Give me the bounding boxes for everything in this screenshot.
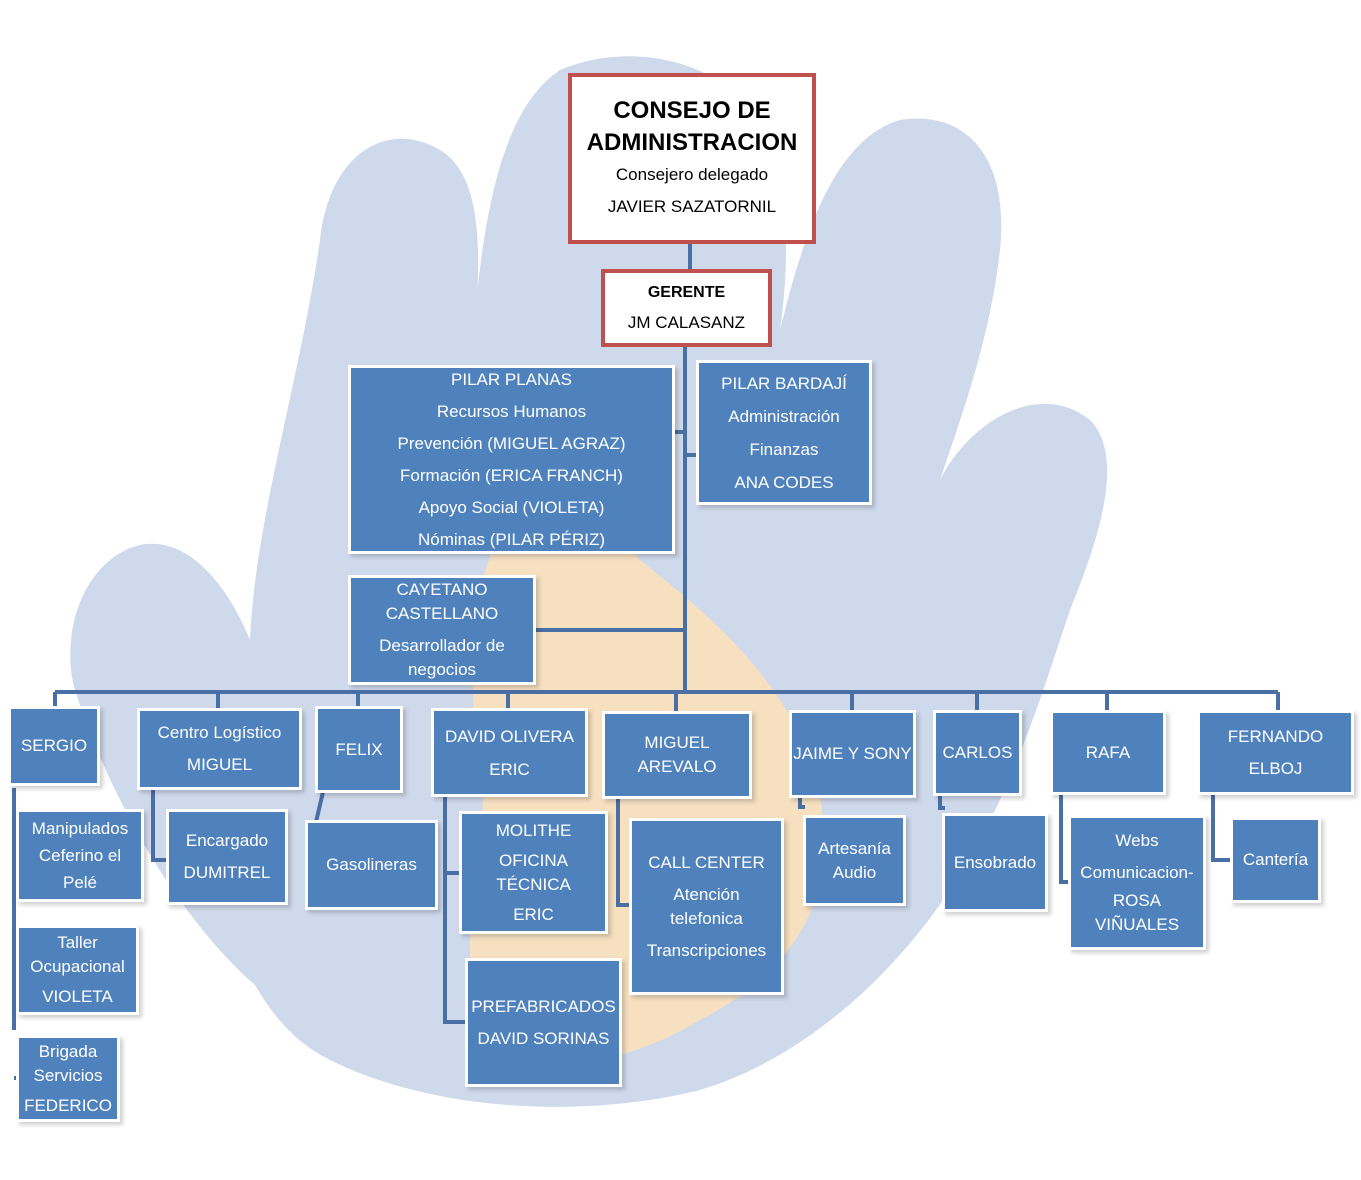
unit-call-center-box: CALL CENTER Atención telefonica Transcri…	[629, 818, 784, 995]
dept-fernando-label: FERNANDO ELBOJ	[1227, 726, 1324, 778]
unit-manipulados-box: Manipulados Ceferino el Pelé	[16, 809, 144, 902]
unit-encargado-box: Encargado DUMITREL	[166, 809, 288, 905]
unit-call-center-role-2: Transcripciones	[646, 940, 767, 960]
connector-fernando-child	[1211, 793, 1233, 862]
unit-webs-name: ROSA VIÑUALES	[1094, 890, 1180, 934]
council-title: CONSEJO DE ADMINISTRACION	[586, 96, 798, 156]
unit-brigada-box: Brigada Servicios FEDERICO	[16, 1035, 120, 1122]
pilar-planas-box: PILAR PLANAS Recursos Humanos Prevención…	[348, 365, 675, 554]
unit-prefabricados-name: DAVID SORINAS	[477, 1028, 610, 1048]
dept-rafa-box: RAFA	[1050, 710, 1166, 795]
unit-taller-box: Taller Ocupacional VIOLETA	[16, 925, 139, 1015]
council-role: Consejero delegado	[615, 164, 769, 184]
pilar-planas-name: PILAR PLANAS	[451, 369, 572, 389]
unit-encargado-label: Encargado	[185, 831, 269, 850]
connector-rafa-child	[1059, 793, 1070, 884]
dept-fernando-box: FERNANDO ELBOJ	[1197, 710, 1354, 795]
pilar-bardaji-name: PILAR BARDAJÍ	[721, 373, 847, 393]
unit-gasolineras-box: Gasolineras	[305, 820, 438, 910]
manager-box: GERENTE JM CALASANZ	[601, 269, 772, 347]
dept-rafa-label: RAFA	[1085, 742, 1131, 762]
council-name: JAVIER SAZATORNIL	[607, 196, 777, 216]
unit-molithe-sublabel: OFICINA TÉCNICA	[496, 850, 571, 894]
unit-gasolineras-label: Gasolineras	[326, 855, 417, 874]
pilar-bardaji-role-1: Administración	[728, 406, 840, 426]
unit-encargado-name: DUMITREL	[183, 863, 271, 882]
council-box: CONSEJO DE ADMINISTRACION Consejero dele…	[568, 73, 816, 244]
unit-brigada-label: Brigada Servicios	[33, 1041, 103, 1085]
pilar-planas-role-1: Recursos Humanos	[436, 401, 587, 421]
dept-miguel-arevalo-label: MIGUEL AREVALO	[637, 733, 717, 776]
unit-molithe-name: ERIC	[513, 904, 554, 924]
dept-centro-logistico-box: Centro Logístico MIGUEL	[137, 708, 302, 790]
connector-felix-child	[314, 791, 325, 823]
unit-prefabricados-label: PREFABRICADOS	[471, 996, 616, 1016]
unit-canteria-label: Cantería	[1242, 850, 1309, 869]
unit-ensobrado-box: Ensobrado	[942, 813, 1048, 912]
connector-carlos-child	[938, 795, 945, 810]
manager-name: JM CALASANZ	[627, 313, 746, 332]
unit-call-center-label: CALL CENTER	[648, 852, 765, 872]
unit-molithe-box: MOLITHE OFICINA TÉCNICA ERIC	[459, 811, 608, 934]
unit-manipulados-label: Manipulados Ceferino el Pelé	[31, 819, 129, 892]
unit-webs-sublabel: Comunicacion-	[1080, 862, 1194, 882]
unit-webs-box: Webs Comunicacion- ROSA VIÑUALES	[1068, 815, 1206, 950]
pilar-planas-role-3: Formación (ERICA FRANCH)	[400, 465, 623, 485]
pilar-bardaji-box: PILAR BARDAJÍ Administración Finanzas AN…	[696, 360, 872, 505]
unit-artesania-box: Artesanía Audio	[803, 815, 906, 906]
unit-molithe-label: MOLITHE	[495, 820, 572, 840]
dept-carlos-box: CARLOS	[933, 710, 1022, 796]
connector-jaime-child	[798, 797, 805, 809]
dept-centro-logistico-label: Centro Logístico	[157, 723, 282, 742]
unit-prefabricados-box: PREFABRICADOS DAVID SORINAS	[465, 958, 622, 1087]
pilar-bardaji-role-3: ANA CODES	[734, 472, 834, 492]
unit-taller-label: Taller Ocupacional	[30, 933, 125, 976]
dept-sergio-box: SERGIO	[8, 706, 100, 786]
pilar-planas-role-4: Apoyo Social (VIOLETA)	[418, 497, 605, 517]
unit-taller-name: VIOLETA	[42, 987, 113, 1006]
cayetano-role: Desarrollador de negocios	[379, 636, 505, 679]
pilar-planas-role-2: Prevención (MIGUEL AGRAZ)	[397, 433, 626, 453]
pilar-planas-role-5: Nóminas (PILAR PÉRIZ)	[417, 529, 606, 549]
dept-david-olivera-label: DAVID OLIVERA	[444, 726, 575, 746]
dept-david-olivera-name: ERIC	[489, 759, 530, 779]
manager-title: GERENTE	[647, 284, 726, 301]
dept-felix-box: FELIX	[315, 706, 403, 793]
dept-sergio-label: SERGIO	[20, 736, 88, 755]
dept-miguel-arevalo-box: MIGUEL AREVALO	[602, 711, 752, 799]
dept-carlos-label: CARLOS	[942, 743, 1013, 762]
connector-centro-child	[151, 790, 168, 862]
cayetano-name: CAYETANO CASTELLANO	[385, 580, 499, 623]
dept-felix-label: FELIX	[335, 739, 383, 759]
unit-artesania-label: Artesanía Audio	[818, 838, 891, 882]
dept-centro-logistico-name: MIGUEL	[186, 755, 253, 774]
unit-webs-label: Webs	[1115, 830, 1159, 850]
connector-miguel-child	[616, 797, 632, 907]
dept-david-olivera-box: DAVID OLIVERA ERIC	[431, 708, 588, 797]
unit-call-center-role-1: Atención telefonica	[670, 884, 743, 928]
dept-jaime-sony-label: JAIME Y SONY	[793, 744, 912, 763]
dept-jaime-sony-box: JAIME Y SONY	[789, 710, 916, 798]
pilar-bardaji-role-2: Finanzas	[749, 439, 819, 459]
cayetano-box: CAYETANO CASTELLANO Desarrollador de neg…	[348, 575, 536, 685]
unit-canteria-box: Cantería	[1230, 817, 1321, 903]
unit-brigada-name: FEDERICO	[24, 1095, 112, 1115]
unit-ensobrado-label: Ensobrado	[953, 852, 1037, 872]
connector-drops	[53, 692, 1280, 713]
